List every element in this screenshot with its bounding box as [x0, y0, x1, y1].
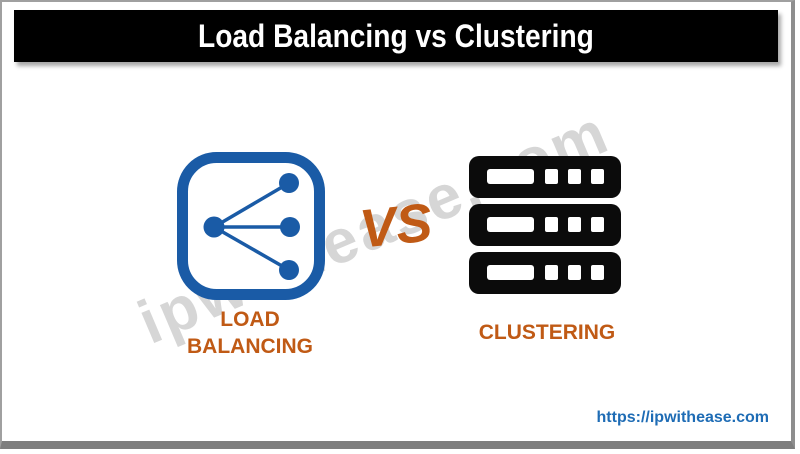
- server-stack-icon: [469, 156, 621, 294]
- load-balancing-label-line2: BALANCING: [187, 335, 313, 358]
- page-title: Load Balancing vs Clustering: [198, 17, 594, 54]
- footer-url: https://ipwithease.com: [596, 409, 769, 426]
- load-balancing-label: LOAD BALANCING: [150, 306, 350, 360]
- clustering-label: CLUSTERING: [478, 321, 616, 344]
- vs-label: VS: [357, 192, 435, 260]
- title-bar: Load Balancing vs Clustering: [14, 10, 778, 62]
- load-balancing-label-line1: LOAD: [220, 308, 280, 331]
- load-balancer-icon: [177, 152, 325, 300]
